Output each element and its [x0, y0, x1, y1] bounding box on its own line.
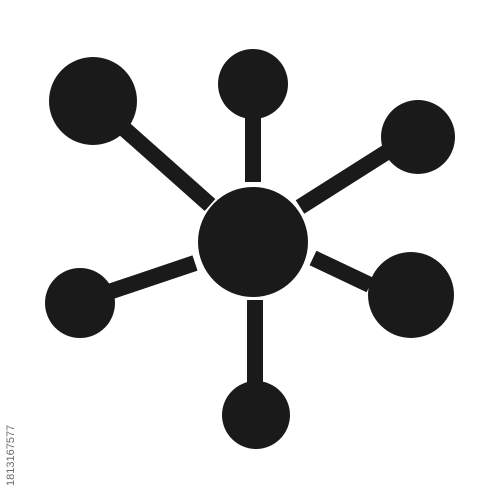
connector-lines: [97, 110, 395, 395]
node-center: [198, 187, 308, 297]
connector-left: [97, 255, 198, 303]
connector-top-left: [114, 119, 216, 211]
node-bottom: [222, 381, 290, 449]
watermark-id-text: 1813167577: [5, 425, 17, 486]
node-top: [218, 49, 288, 119]
connector-right: [309, 250, 374, 293]
node-left: [45, 268, 115, 338]
node-top-right: [381, 100, 455, 174]
node-top-left: [49, 57, 137, 145]
connector-top-right: [295, 143, 395, 214]
node-right: [368, 252, 454, 338]
